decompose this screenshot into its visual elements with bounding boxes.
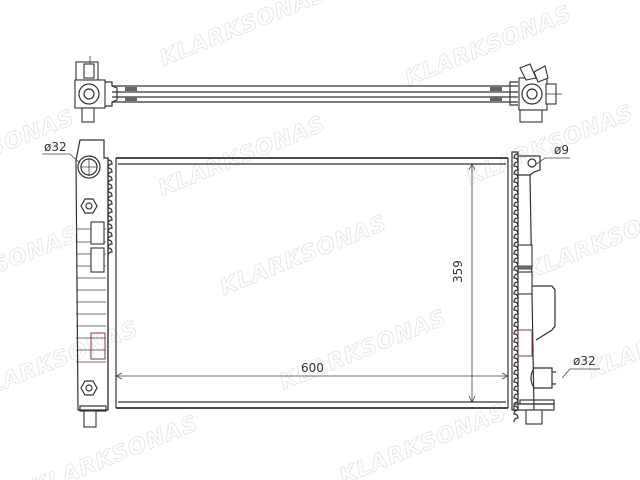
svg-text:KLARKSONAS: KLARKSONAS bbox=[0, 317, 142, 407]
svg-text:KLARKSONAS: KLARKSONAS bbox=[276, 305, 450, 395]
svg-text:KLARKSONAS: KLARKSONAS bbox=[155, 112, 329, 202]
height-dimension-label: 359 bbox=[451, 260, 465, 283]
svg-text:KLARKSONAS: KLARKSONAS bbox=[584, 294, 640, 384]
svg-text:KLARKSONAS: KLARKSONAS bbox=[217, 211, 391, 301]
svg-text:KLARKSONAS: KLARKSONAS bbox=[336, 400, 510, 480]
svg-text:KLARKSONAS: KLARKSONAS bbox=[401, 1, 575, 91]
left-tank bbox=[75, 139, 113, 428]
outlet-diameter-label: ø32 bbox=[573, 354, 596, 368]
inlet-diameter-label: ø32 bbox=[44, 140, 67, 154]
drain-diameter-label: ø9 bbox=[554, 143, 569, 157]
top-view bbox=[74, 56, 562, 123]
width-dimension-label: 600 bbox=[301, 361, 324, 375]
right-tank bbox=[511, 151, 556, 425]
svg-text:KLARKSONAS: KLARKSONAS bbox=[0, 105, 79, 195]
svg-text:KLARKSONAS: KLARKSONAS bbox=[28, 411, 202, 480]
svg-text:KLARKSONAS: KLARKSONAS bbox=[463, 100, 637, 190]
dimension-lines bbox=[42, 153, 600, 403]
svg-text:KLARKSONAS: KLARKSONAS bbox=[0, 222, 83, 312]
radiator-core bbox=[115, 157, 509, 409]
svg-text:KLARKSONAS: KLARKSONAS bbox=[523, 195, 640, 285]
svg-text:KLARKSONAS: KLARKSONAS bbox=[156, 0, 330, 72]
